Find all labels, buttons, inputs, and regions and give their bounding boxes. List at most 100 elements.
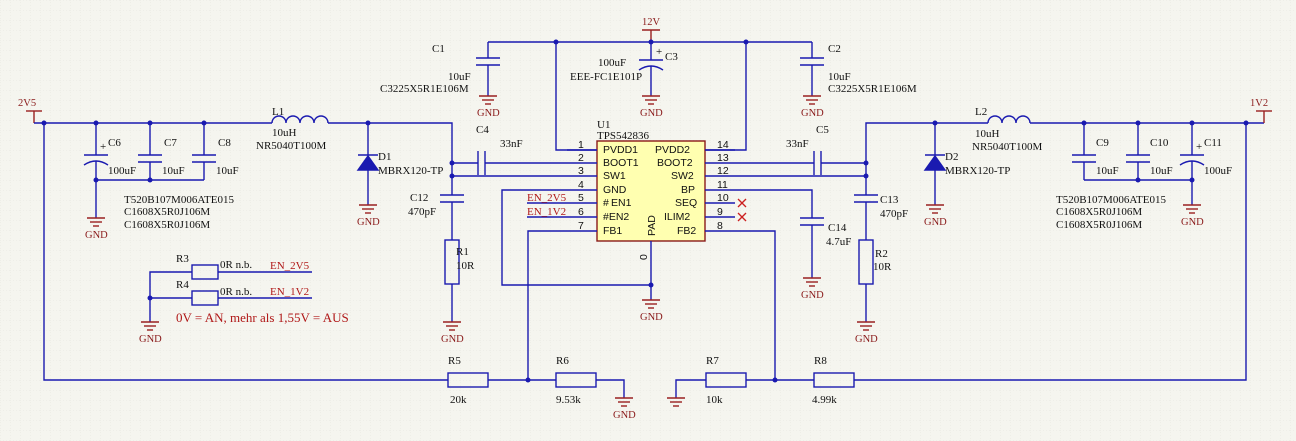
c9-ref: C9 (1096, 137, 1109, 149)
c3-value: 100uF (598, 57, 626, 69)
r4-ref: R4 (176, 279, 189, 291)
c1-value: 10uF (448, 71, 471, 83)
svg-text:+: + (1196, 141, 1202, 153)
svg-text:4: 4 (578, 179, 584, 191)
c14-ref: C14 (828, 222, 847, 234)
svg-text:T520B107M006ATE015: T520B107M006ATE015 (124, 194, 235, 206)
svg-text:PVDD1: PVDD1 (603, 144, 638, 156)
c12-ref: C12 (410, 192, 428, 204)
r6-value: 9.53k (556, 394, 581, 406)
svg-text:GND: GND (603, 184, 627, 196)
ic-left-pin-3: 3 SW1 (567, 165, 626, 182)
c7-ref: C7 (164, 137, 177, 149)
svg-text:C1608X5R0J106M: C1608X5R0J106M (1056, 219, 1142, 231)
c1-ref: C1 (432, 43, 445, 55)
net-en-1v2-ic: EN_1V2 (527, 206, 567, 218)
c5-ref: C5 (816, 124, 829, 136)
c10-value: 10uF (1150, 165, 1173, 177)
l2-part: NR5040T100M (972, 141, 1043, 153)
gnd-label: GND (855, 334, 878, 345)
gnd-symbol: GND (855, 321, 878, 345)
svg-text:ILIM2: ILIM2 (664, 211, 690, 223)
r1-ref: R1 (456, 246, 469, 258)
capacitor-c5: C5 33nF (735, 124, 866, 175)
gnd-label: GND (1181, 217, 1204, 228)
capacitor-c13: C13 470pF (854, 176, 908, 240)
resistor-r6: R6 9.53k (555, 355, 597, 406)
c8-value: 10uF (216, 165, 239, 177)
capacitor-c14: C14 4.7uF (735, 189, 851, 278)
gnd-symbol: GND (801, 277, 824, 301)
ic-right-pin-12: 12 SW2 (671, 165, 735, 182)
gnd-symbol: GND (477, 95, 500, 119)
r2-value: 10R (873, 261, 892, 273)
inductor-l2: L2 10uH NR5040T100M (972, 106, 1043, 153)
ic-ref: U1 (597, 119, 610, 131)
svg-text:12: 12 (717, 165, 729, 177)
d1-part: MBRX120-TP (378, 165, 443, 177)
capacitor-c3: + C3 100uF EEE-FC1E101P (570, 42, 678, 96)
ic-part: TPS542836 (597, 130, 649, 142)
gnd-label: GND (640, 108, 663, 119)
svg-text:SW2: SW2 (671, 170, 694, 182)
svg-text:#EN2: #EN2 (603, 211, 629, 223)
label-1v2: 1V2 (1250, 98, 1268, 109)
ic-pad-label: PAD (646, 215, 658, 236)
svg-text:2: 2 (578, 152, 584, 164)
r5-ref: R5 (448, 355, 461, 367)
l2-value: 10uH (975, 128, 1000, 140)
ic-left-pin-2: 2 BOOT1 (567, 152, 639, 169)
c6-value: 100uF (108, 165, 136, 177)
svg-text:BOOT2: BOOT2 (657, 157, 693, 169)
svg-text:+: + (100, 141, 106, 153)
svg-text:PVDD2: PVDD2 (655, 144, 690, 156)
svg-text:#: # (603, 197, 609, 209)
ic-left-pin-5: 5 # EN1 (567, 192, 632, 209)
r7-ref: R7 (706, 355, 719, 367)
gnd-symbol: GND (139, 321, 162, 345)
diode-d2: D2 MBRX120-TP (923, 123, 1010, 205)
gnd-label: GND (801, 290, 824, 301)
capacitor-c10: C10 10uF (1126, 123, 1173, 180)
svg-text:T520B107M006ATE015: T520B107M006ATE015 (1056, 194, 1167, 206)
c3-ref: C3 (665, 51, 678, 63)
svg-text:EN1: EN1 (611, 197, 632, 209)
c9-value: 10uF (1096, 165, 1119, 177)
svg-text:SW1: SW1 (603, 170, 626, 182)
gnd-label: GND (477, 108, 500, 119)
r5-value: 20k (450, 394, 467, 406)
c2-part: C3225X5R1E106M (828, 83, 917, 95)
c1-part: C3225X5R1E106M (380, 83, 469, 95)
svg-text:13: 13 (717, 152, 729, 164)
gnd-symbol: GND (640, 299, 663, 323)
ic-right-pin-11: 11 BP (681, 179, 735, 196)
capacitor-c12: C12 470pF (408, 176, 464, 240)
no-connect-markers (737, 198, 747, 222)
d2-part: MBRX120-TP (945, 165, 1010, 177)
svg-text:C1608X5R0J106M: C1608X5R0J106M (124, 219, 210, 231)
l1-part: NR5040T100M (256, 140, 327, 152)
capacitor-c2: C2 10uF C3225X5R1E106M (800, 42, 917, 96)
c4-ref: C4 (476, 124, 489, 136)
ic-right-pin-10: 10 SEQ (675, 192, 735, 209)
capacitor-c4: C4 33nF (452, 124, 567, 175)
r8-value: 4.99k (812, 394, 837, 406)
gnd-label: GND (441, 334, 464, 345)
gnd-label: GND (357, 217, 380, 228)
label-12v: 12V (642, 17, 661, 28)
ic-left-pin-4: 4 GND (567, 179, 627, 196)
c5-value: 33nF (786, 138, 809, 150)
ic-u1: U1 TPS542836 PAD 0 1 PVDD1 2 BOOT1 3 SW1… (567, 119, 735, 300)
capacitor-c7: C7 10uF (138, 123, 185, 180)
ic-right-pin-9: 9 ILIM2 (664, 206, 735, 223)
inductor-l1: L1 10uH NR5040T100M (256, 106, 329, 152)
gnd-symbol: GND (640, 95, 663, 119)
r3-value: 0R n.b. (220, 259, 252, 271)
gnd-symbol: GND (441, 321, 464, 345)
r6-ref: R6 (556, 355, 569, 367)
label-2v5: 2V5 (18, 98, 36, 109)
gnd-label: GND (801, 108, 824, 119)
gnd-symbol: GND (924, 204, 947, 228)
